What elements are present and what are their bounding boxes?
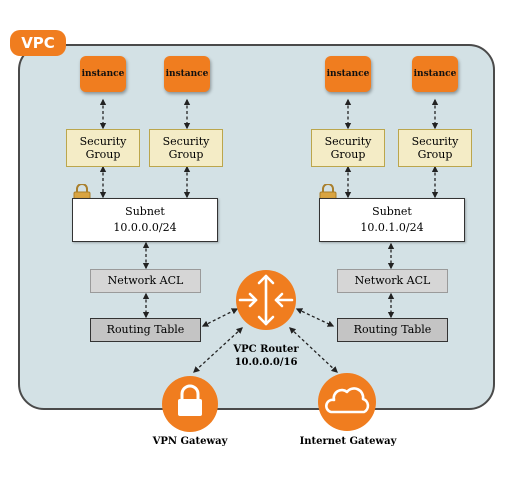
subnet-cidr: 10.0.1.0/24 (360, 221, 424, 234)
network-acl-box: Network ACL (337, 269, 448, 293)
router-name: VPC Router (233, 344, 299, 355)
subnet-box: Subnet 10.0.1.0/24 (319, 198, 465, 242)
subnet-cidr: 10.0.0.0/24 (113, 221, 177, 234)
router-icon (236, 270, 296, 330)
instance-box: instance (164, 56, 210, 92)
router-caption: VPC Router 10.0.0.0/16 (216, 343, 316, 369)
subnet-box: Subnet 10.0.0.0/24 (72, 198, 218, 242)
vpn-gateway-icon (162, 376, 218, 432)
connector (201, 308, 239, 327)
network-acl-box: Network ACL (90, 269, 201, 293)
internet-gateway-label: Internet Gateway (299, 436, 397, 447)
security-group-box: Security Group (311, 129, 385, 167)
subnet-name: Subnet (125, 205, 165, 218)
connector (295, 308, 335, 327)
routing-table-box: Routing Table (337, 318, 448, 342)
routing-table-box: Routing Table (90, 318, 201, 342)
internet-gateway-icon (318, 373, 376, 431)
vpn-gateway-label: VPN Gateway (152, 436, 228, 447)
security-group-box: Security Group (66, 129, 140, 167)
instance-box: instance (325, 56, 371, 92)
vpc-label: VPC (10, 30, 66, 56)
security-group-box: Security Group (398, 129, 472, 167)
instance-box: instance (80, 56, 126, 92)
subnet-name: Subnet (372, 205, 412, 218)
router-cidr: 10.0.0.0/16 (234, 357, 298, 368)
security-group-box: Security Group (149, 129, 223, 167)
instance-box: instance (412, 56, 458, 92)
